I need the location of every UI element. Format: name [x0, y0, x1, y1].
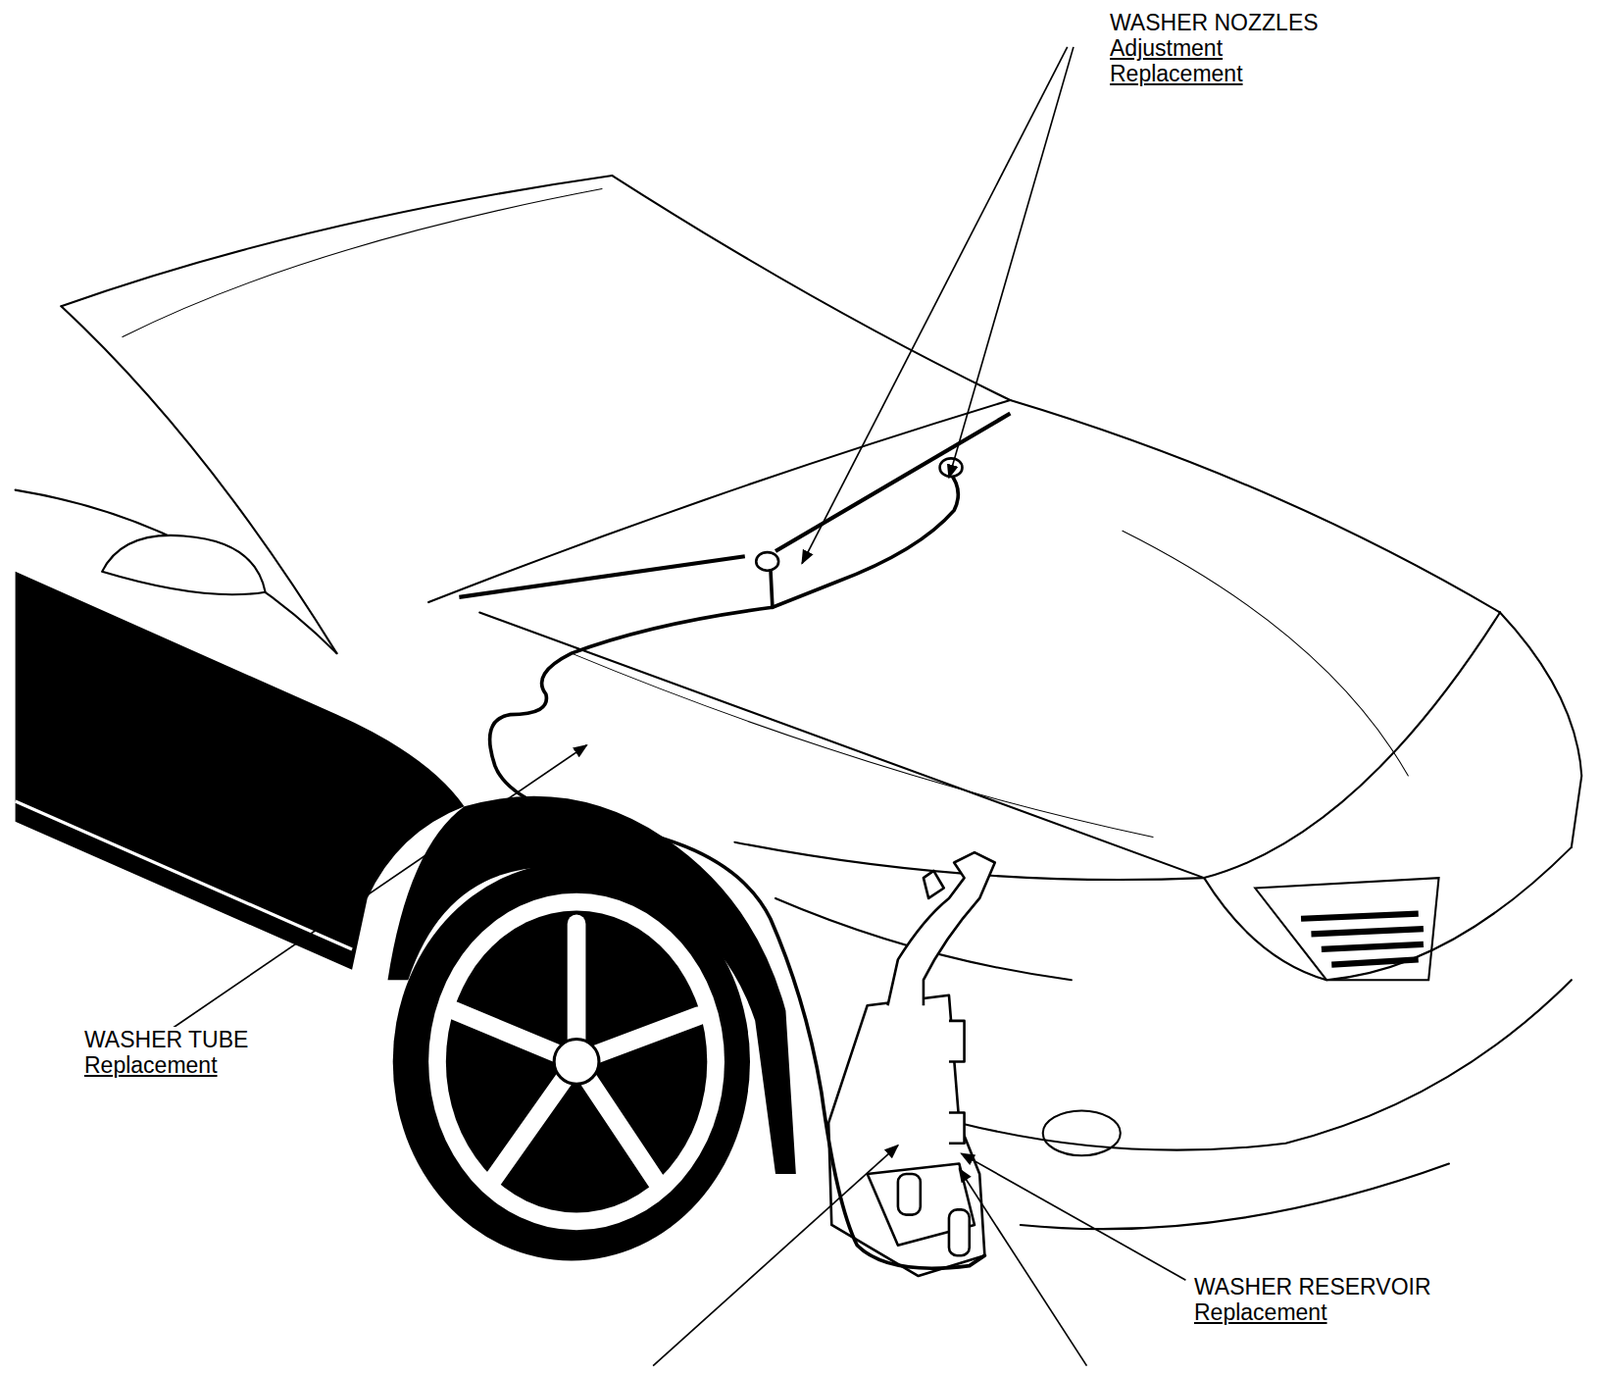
- procedure-link: Replacement: [1107, 60, 1246, 87]
- part-label: WASHER RESERVOIR: [1192, 1273, 1434, 1300]
- procedure-link: Replacement: [82, 1051, 220, 1078]
- part-label: WASHER TUBE: [82, 1026, 250, 1052]
- procedure-link: Replacement: [1192, 1299, 1330, 1325]
- procedure-link: Adjustment: [1107, 35, 1225, 61]
- part-label: WASHER NOZZLES: [1107, 9, 1321, 36]
